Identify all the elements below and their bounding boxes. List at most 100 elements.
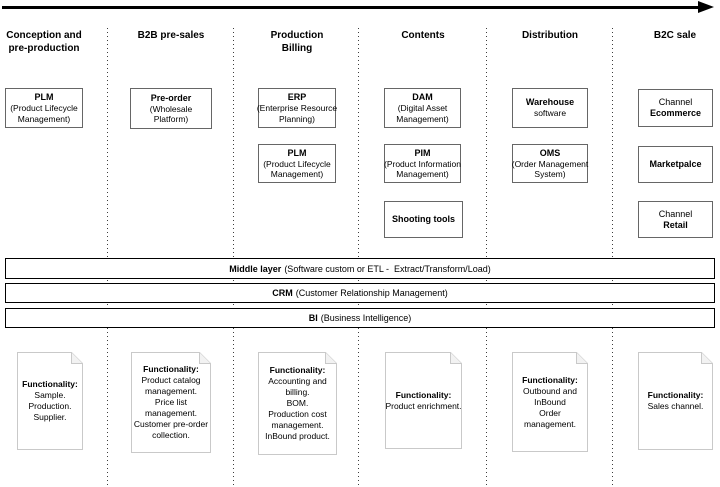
text-line: software	[533, 108, 567, 119]
column-header-b2c-sale: B2C sale	[620, 30, 720, 43]
box-channel-retail: Channel Retail	[638, 201, 713, 238]
text-line: Sample.	[34, 390, 66, 400]
text-line: Customer pre-order	[133, 419, 209, 429]
layer-bar-crm-desc: (Customer Relationship Management)	[295, 288, 448, 298]
column-divider-1	[107, 28, 108, 487]
box-channel-ecommerce-prefix: Channel	[658, 97, 693, 107]
note-label: Functionality:	[522, 374, 578, 385]
box-dam-title: DAM	[412, 92, 433, 102]
box-warehouse-software: Warehouse software	[512, 88, 588, 128]
layer-bar-crm-name: CRM	[272, 288, 293, 298]
box-pim-title: PIM	[414, 147, 431, 158]
text-line: (Digital Asset	[397, 103, 448, 113]
text-line: Conception and	[6, 30, 82, 41]
box-pre-order-title: Pre-order	[150, 92, 192, 103]
text-line: (Order Management	[511, 158, 589, 169]
text-line: Price list	[154, 397, 188, 407]
column-divider-2	[233, 28, 234, 487]
text-line: InBound	[534, 396, 566, 407]
layer-bar-middle-layer-name: Middle layer	[229, 263, 282, 274]
box-oms-title: OMS	[539, 147, 561, 158]
box-marketplace-title: Marketpalce	[649, 159, 702, 169]
text-line: management.	[271, 420, 324, 430]
box-erp-title: ERP	[287, 92, 307, 102]
note-b2c-functionality: Functionality: Sales channel.	[638, 352, 713, 450]
text-line: Management)	[17, 113, 71, 124]
box-warehouse-subtitle: software	[534, 108, 566, 119]
text-line: Management)	[270, 169, 324, 179]
note-shape-icon	[17, 352, 83, 450]
column-header-distribution: Distribution	[495, 30, 605, 43]
text-line: Production cost	[268, 409, 327, 419]
box-shooting-tools-title: Shooting tools	[392, 214, 455, 224]
text-line: Product enrichment.	[385, 400, 462, 411]
text-line: Contents	[401, 30, 445, 41]
column-divider-5	[612, 28, 613, 487]
note-lines: Product enrichment.	[385, 401, 461, 412]
note-shape-icon	[638, 352, 713, 450]
box-shooting-tools: Shooting tools	[384, 201, 463, 238]
timeline-arrow-head-icon	[698, 1, 714, 13]
text-line: Product catalog	[141, 375, 201, 385]
text-line: InBound product.	[265, 431, 330, 441]
text-line: BOM.	[286, 398, 309, 408]
text-line: Accounting and	[268, 376, 327, 386]
text-line: Management)	[396, 113, 449, 124]
note-shape-icon	[131, 352, 211, 453]
note-label: Functionality:	[269, 365, 326, 375]
text-line: Planning)	[279, 113, 315, 124]
text-line: Production	[270, 30, 324, 41]
column-divider-4	[486, 28, 487, 487]
text-line: collection.	[152, 430, 190, 440]
note-contents-text: Functionality: Product enrichment.	[385, 352, 462, 449]
text-line: B2C sale	[653, 30, 697, 41]
box-plm-conception-title: PLM	[34, 92, 54, 102]
note-label: Functionality:	[22, 379, 78, 389]
text-line: (Product Lifecycle	[10, 103, 78, 113]
text-line: Supplier.	[33, 412, 67, 422]
note-label: Functionality:	[143, 364, 199, 374]
note-shape-icon	[512, 352, 588, 452]
text-line: pre-production	[8, 42, 80, 54]
text-line: Platform)	[153, 114, 189, 124]
text-line: System)	[534, 169, 566, 179]
column-divider-3	[358, 28, 359, 487]
box-channel-ecommerce: Channel Ecommerce	[638, 89, 713, 127]
text-line: B2B pre-sales	[137, 30, 205, 41]
box-warehouse-title: Warehouse	[525, 97, 575, 108]
text-line: billing.	[285, 387, 310, 397]
text-line: management.	[145, 408, 197, 418]
text-line: Production.	[28, 401, 72, 411]
layer-bar-bi: BI(Business Intelligence)	[5, 308, 715, 328]
box-marketplace: Marketpalce	[638, 146, 713, 183]
box-channel-retail-title: Retail	[663, 219, 688, 230]
layer-bar-middle-layer-desc: (Software custom or ETL - Extract/Transf…	[284, 263, 491, 274]
timeline-arrow-line	[2, 6, 702, 9]
text-line: management.	[145, 386, 197, 396]
note-lines: Sales channel.	[648, 401, 704, 412]
layer-bar-bi-desc: (Business Intelligence)	[320, 313, 412, 323]
note-label: Functionality:	[647, 390, 704, 400]
